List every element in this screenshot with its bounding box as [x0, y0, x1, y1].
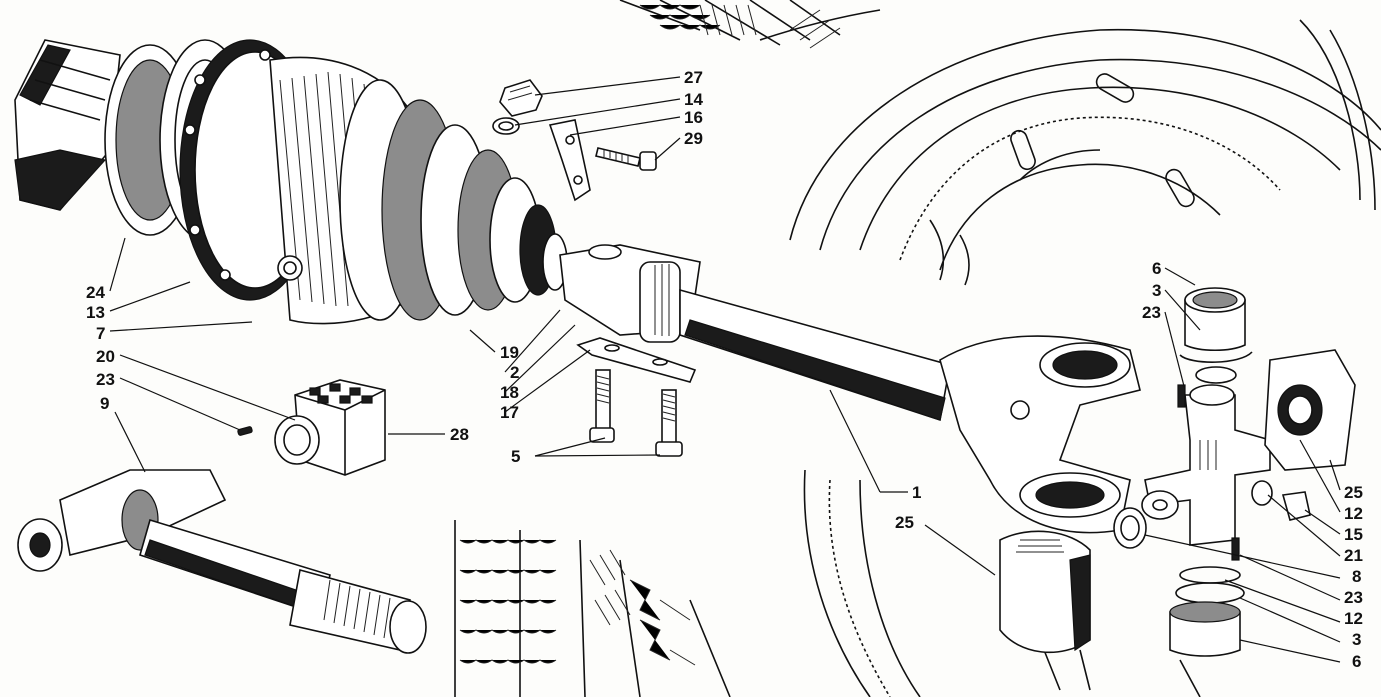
- leader-lines: [109, 76, 1341, 663]
- label-24: 24: [86, 283, 105, 302]
- bellows-boot-drawing: [339, 79, 568, 321]
- label-19: 19: [500, 343, 519, 362]
- label-17: 17: [500, 403, 519, 422]
- label-7: 7: [96, 324, 105, 343]
- label-3-top: 3: [1152, 281, 1161, 300]
- label-6-bottom: 6: [1352, 652, 1361, 671]
- stub-shaft-drawing: [17, 469, 427, 654]
- axle-housing-drawing: [14, 39, 568, 325]
- label-3-bottom: 3: [1352, 630, 1361, 649]
- label-25-lower: 25: [895, 513, 914, 532]
- label-23-left: 23: [96, 370, 115, 389]
- label-13: 13: [86, 303, 105, 322]
- label-20: 20: [96, 347, 115, 366]
- label-9: 9: [100, 394, 109, 413]
- label-27: 27: [684, 68, 703, 87]
- label-16: 16: [684, 108, 703, 127]
- label-18: 18: [500, 383, 519, 402]
- label-14: 14: [684, 90, 703, 109]
- label-12-top: 12: [1344, 504, 1363, 523]
- label-25-right: 25: [1344, 483, 1363, 502]
- fastener-parts-drawing: [492, 79, 657, 202]
- label-1: 1: [912, 483, 921, 502]
- label-23-top: 23: [1142, 303, 1161, 322]
- joint-block-drawing: [237, 379, 386, 476]
- universal-joint-cross-drawing: [1113, 287, 1356, 657]
- half-shaft-drawing: [559, 244, 1141, 534]
- label-6-top: 6: [1152, 259, 1161, 278]
- clamp-and-bolts-drawing: [576, 337, 697, 457]
- bearing-cap-drawing: [999, 530, 1091, 654]
- part-labels: 27 14 16 29 24 13 7 20 23 9 19 2 18 17 2…: [86, 68, 1363, 671]
- label-5: 5: [511, 447, 520, 466]
- label-2: 2: [510, 363, 519, 382]
- label-15: 15: [1344, 525, 1363, 544]
- label-8: 8: [1352, 567, 1361, 586]
- label-21: 21: [1344, 546, 1363, 565]
- label-23-bottom: 23: [1344, 588, 1363, 607]
- label-29: 29: [684, 129, 703, 148]
- wheel-and-tyre-drawing: [454, 0, 1381, 697]
- label-28: 28: [450, 425, 469, 444]
- label-12-bottom: 12: [1344, 609, 1363, 628]
